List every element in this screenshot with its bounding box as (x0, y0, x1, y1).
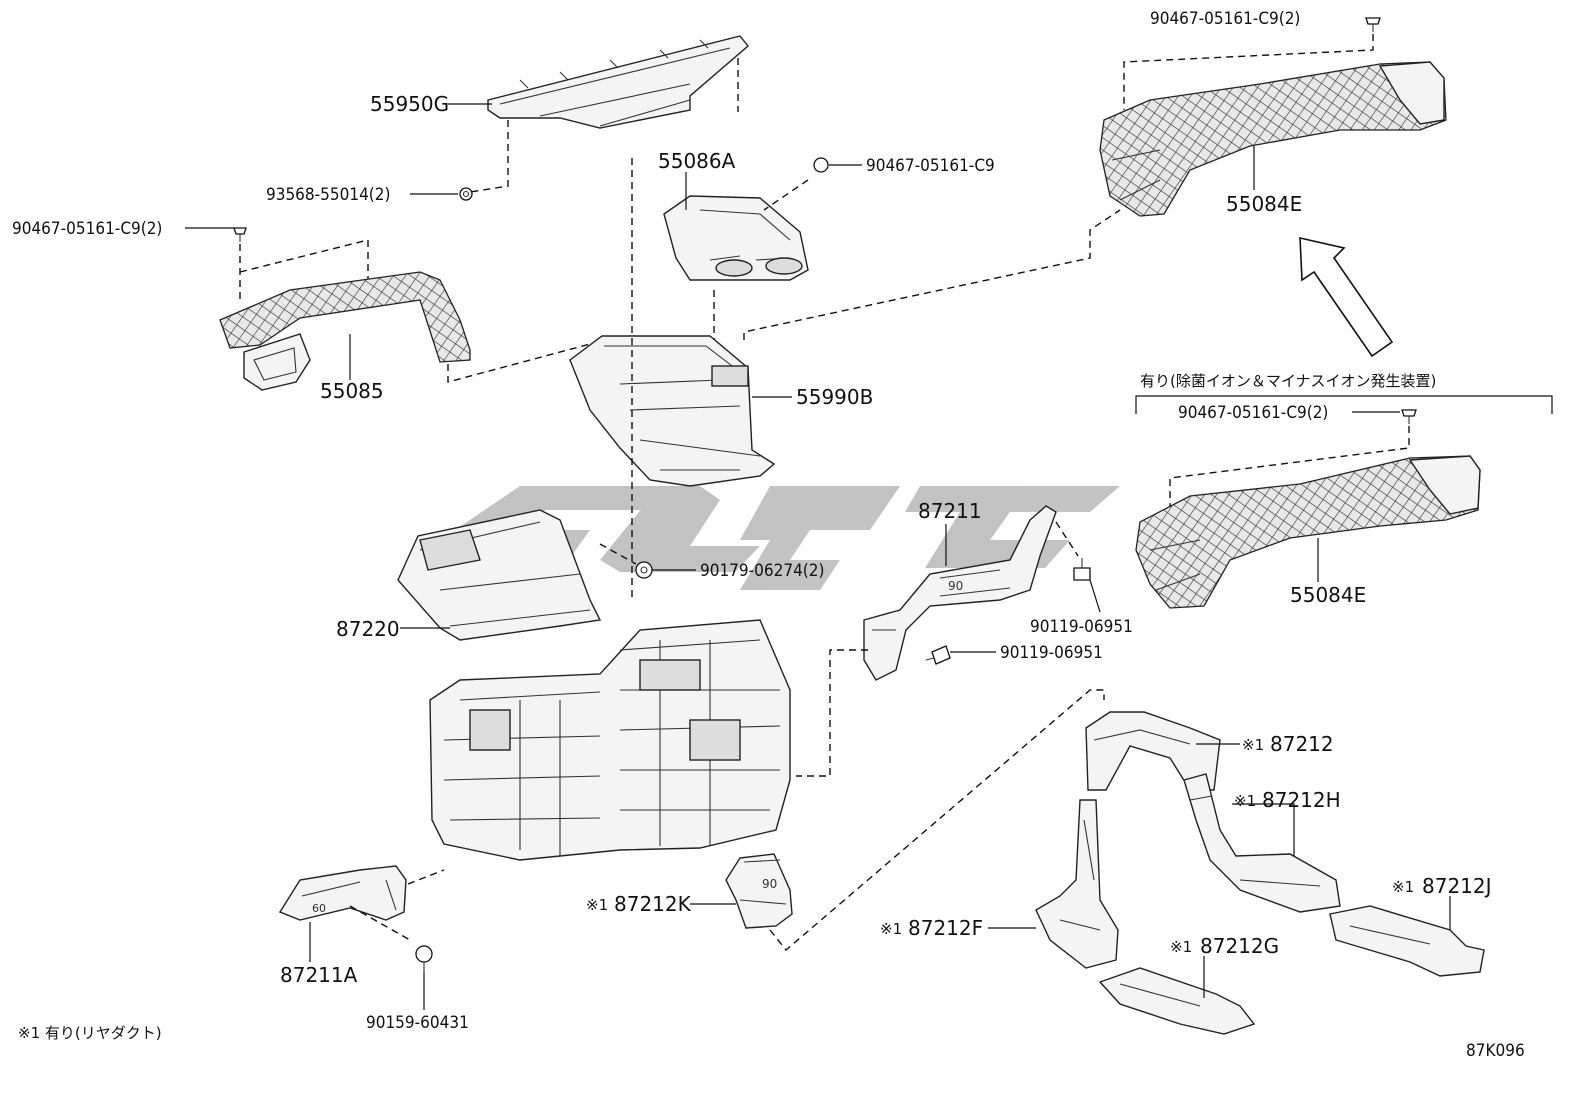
guide-55085-b (447, 335, 621, 383)
label-55950G: 55950G (370, 92, 449, 116)
part-87220[interactable] (397, 509, 602, 641)
part-55950G[interactable] (487, 35, 749, 129)
screw-90467-c[interactable] (1365, 17, 1381, 32)
diagram-code: 87K096 (1466, 1041, 1525, 1061)
leader-87212H (1232, 803, 1295, 856)
label-87212F: 87212F (908, 916, 983, 940)
option-bracket (1135, 395, 1553, 414)
part-87212J[interactable] (1329, 905, 1485, 977)
part-55086A[interactable] (663, 195, 809, 281)
mark-87212F: ※1 (880, 920, 902, 938)
part-55085[interactable] (219, 271, 471, 391)
part-55990B[interactable] (569, 335, 776, 487)
mark-87212J: ※1 (1392, 878, 1414, 896)
label-93568: 93568-55014(2) (266, 185, 390, 205)
label-87212H: 87212H (1262, 788, 1341, 812)
svg-text:90: 90 (762, 877, 777, 891)
guide-rear-ducts (769, 689, 1105, 952)
option-header: 有り(除菌イオン＆マイナスイオン発生装置) (1140, 372, 1436, 390)
label-55086A: 55086A (658, 149, 736, 173)
screw-90467-b[interactable] (813, 157, 829, 173)
label-90119-b: 90119-06951 (1000, 643, 1103, 663)
guide-90119-a (1055, 521, 1079, 557)
guide-55950G (469, 58, 739, 193)
guide-55084E-a (1123, 34, 1374, 110)
label-90159: 90159-60431 (366, 1013, 469, 1033)
label-55084E-a: 55084E (1226, 192, 1302, 216)
label-90467-b: 90467-05161-C9 (866, 156, 995, 176)
part-87211A[interactable]: 60 (278, 865, 407, 921)
svg-text:60: 60 (312, 902, 326, 915)
guide-center (631, 158, 1121, 600)
nut-93568[interactable] (459, 187, 473, 201)
guide-90179 (599, 543, 637, 565)
label-90467-a: 90467-05161-C9(2) (12, 219, 162, 239)
footnote: ※1 有り(リヤダクト) (18, 1024, 162, 1042)
bolt-90159[interactable] (415, 945, 433, 972)
mark-87212H: ※1 (1234, 792, 1256, 810)
label-90467-c: 90467-05161-C9(2) (1150, 9, 1300, 29)
part-55084E-lower[interactable] (1135, 455, 1481, 609)
part-55084E-top[interactable] (1099, 61, 1447, 217)
label-87212K: 87212K (614, 892, 692, 916)
screw-90467-a[interactable] (233, 227, 247, 242)
bolt-90119-b[interactable] (925, 645, 951, 665)
svg-text:90: 90 (948, 579, 963, 593)
bolt-90119-a[interactable] (1073, 558, 1091, 581)
mark-87212K: ※1 (586, 896, 608, 914)
arrow-icon (1299, 236, 1394, 358)
label-87211: 87211 (918, 499, 982, 523)
part-87212F[interactable] (1035, 799, 1119, 969)
guide-87211A (349, 869, 445, 941)
label-90467-d: 90467-05161-C9(2) (1178, 403, 1328, 423)
guide-55084E-b (1169, 426, 1410, 506)
leader-90119-a (1089, 579, 1101, 613)
guide-55086A (713, 179, 809, 360)
mark-87212: ※1 (1242, 736, 1264, 754)
label-87212G: 87212G (1200, 934, 1279, 958)
guide-87211 (796, 649, 868, 777)
label-55085: 55085 (320, 379, 384, 403)
mark-87212G: ※1 (1170, 938, 1192, 956)
part-hvac-unit (429, 619, 791, 861)
label-55990B: 55990B (796, 385, 873, 409)
label-55084E-b: 55084E (1290, 583, 1366, 607)
label-90119-a: 90119-06951 (1030, 617, 1133, 637)
part-87212G[interactable] (1098, 967, 1256, 1035)
label-87212J: 87212J (1422, 874, 1492, 898)
screw-90467-d[interactable] (1401, 409, 1417, 424)
label-87212: 87212 (1270, 732, 1334, 756)
label-90179: 90179-06274(2) (700, 561, 824, 581)
part-87212K[interactable]: 90 (725, 853, 793, 929)
label-87220: 87220 (336, 617, 400, 641)
label-87211A: 87211A (280, 963, 358, 987)
part-87211[interactable]: 90 (863, 505, 1057, 681)
nut-90179[interactable] (635, 561, 653, 579)
part-87212H[interactable] (1183, 773, 1341, 913)
